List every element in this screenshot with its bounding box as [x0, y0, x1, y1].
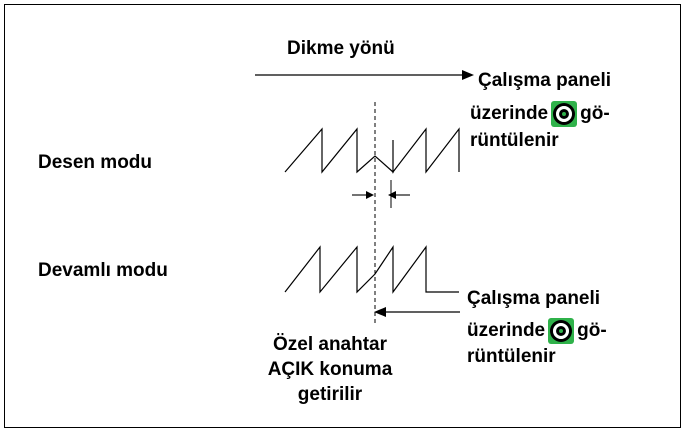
direction-label: Dikme yönü — [287, 38, 395, 59]
diagram-frame — [4, 4, 681, 428]
direction-arrowhead — [462, 70, 474, 80]
switch-note-line1: Özel anahtar — [272, 334, 388, 355]
switch-note-line2: AÇIK konuma — [267, 359, 393, 380]
pattern-zigzag — [284, 127, 460, 174]
green-ring-icon — [551, 101, 578, 127]
switch-note: Özel anahtar AÇIK konuma getirilir — [255, 334, 405, 406]
switch-note-line3: getirilir — [297, 384, 363, 405]
top-note-line1: Çalışma paneli — [478, 70, 612, 91]
pointer-arrowhead — [374, 307, 386, 317]
continuous-zigzag — [284, 245, 459, 294]
bottom-note-line1: Çalışma paneli — [467, 288, 601, 309]
green-ring-icon — [548, 318, 575, 344]
bottom-note-line3: rüntülenir — [467, 346, 556, 367]
continuous-mode-label: Devamlı modu — [38, 260, 168, 281]
top-note-line3: rüntülenir — [470, 130, 559, 151]
pattern-mode-label: Desen modu — [38, 152, 153, 173]
